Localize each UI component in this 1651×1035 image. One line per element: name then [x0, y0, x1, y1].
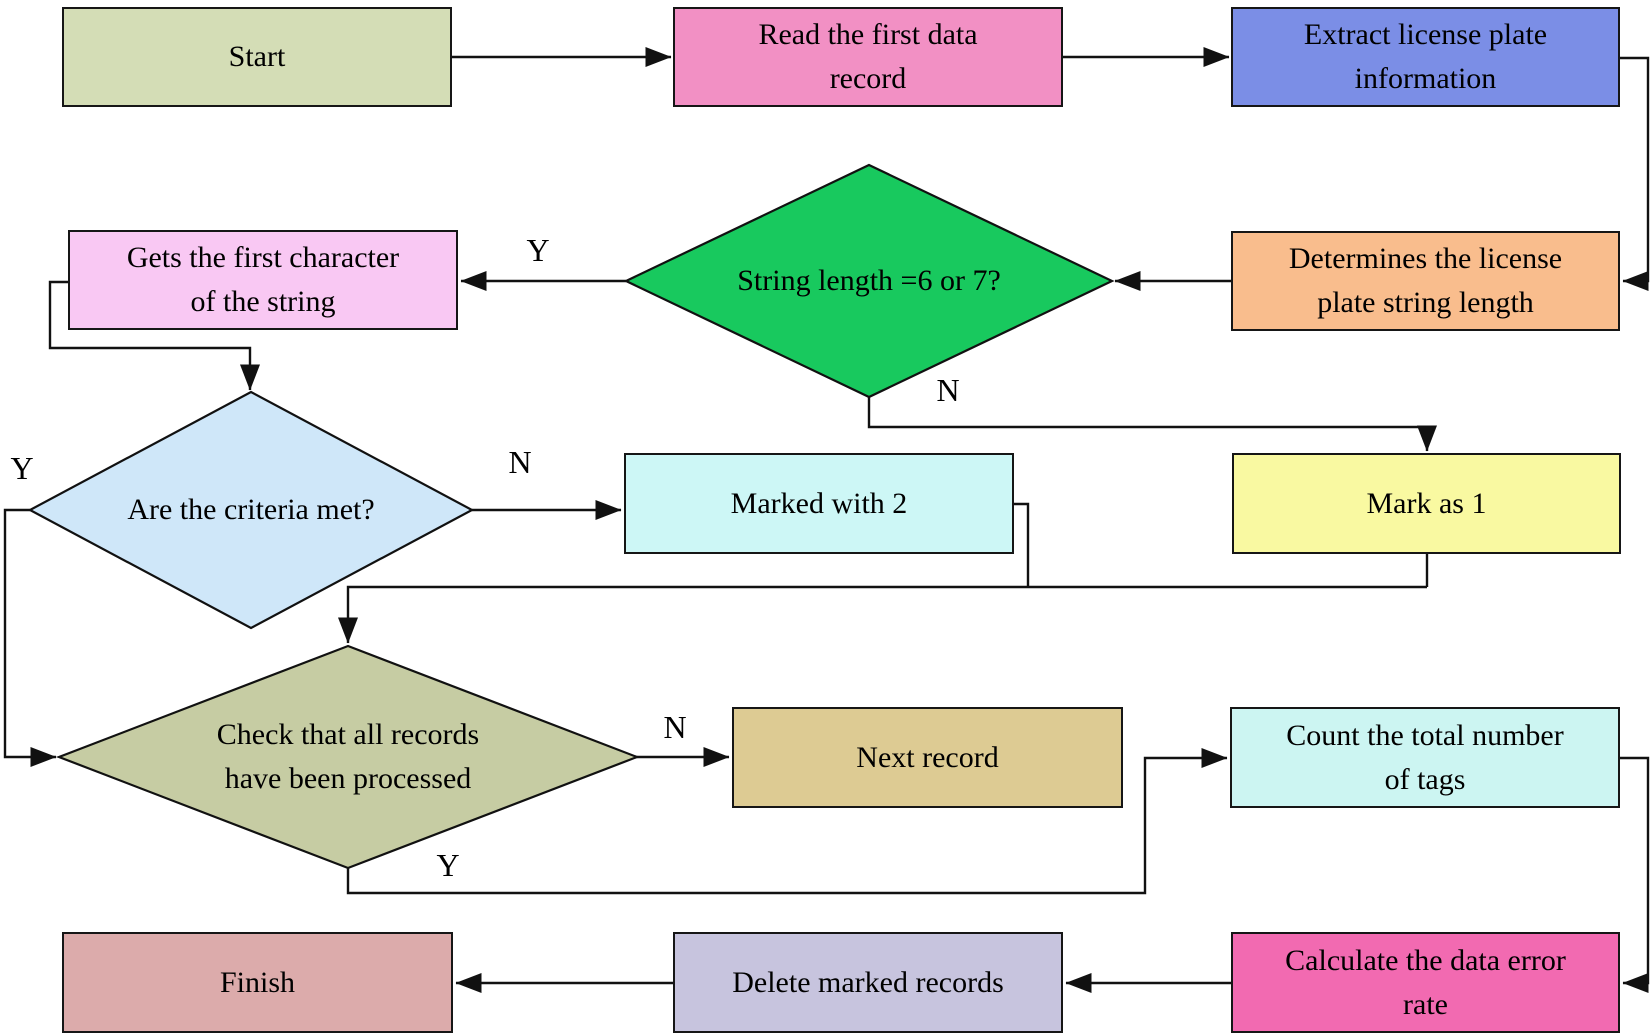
edge-label-criteria-no: N: [508, 444, 532, 480]
decision-all-records-text-line1: Check that all records: [216, 718, 480, 751]
decision-all-records-label: Check that all records have been process…: [217, 713, 479, 801]
node-count-tags: Count the total number of tags: [1230, 707, 1620, 808]
node-finish: Finish: [62, 932, 453, 1033]
node-next-record-label: Next record: [856, 740, 999, 774]
node-calc-error-rate-line2: rate: [1403, 987, 1448, 1021]
decision-all-records-text-line2: have been processed: [224, 762, 472, 795]
node-get-first-char-line1: Gets the first character: [126, 241, 400, 274]
node-count-tags-line2: of tags: [1384, 762, 1466, 796]
node-mark-as-1: Mark as 1: [1232, 453, 1621, 554]
node-start: Start: [62, 7, 452, 107]
node-start-label: Start: [228, 40, 286, 73]
node-calc-error-rate: Calculate the data error rate: [1231, 932, 1620, 1033]
node-marked-with-2-label: Marked with 2: [730, 486, 908, 520]
node-determine-length: Determines the license plate string leng…: [1231, 231, 1620, 331]
node-count-tags-line1: Count the total number: [1286, 718, 1564, 752]
edge-marked-with-2-down: [1014, 502, 1030, 587]
node-finish-label: Finish: [219, 965, 296, 999]
node-delete-marked-label: Delete marked records: [732, 965, 1004, 999]
edge-criteria-yes-to-all-records-check: [3, 508, 57, 767]
decision-criteria-met-text: Are the criteria met?: [127, 493, 375, 526]
edge-label-all-records-no: N: [663, 709, 687, 745]
edge-count-tags-to-calc-error: [1620, 756, 1650, 993]
node-determine-length-line2: plate string length: [1317, 286, 1534, 319]
edge-extract-to-determine: [1620, 56, 1650, 291]
node-determine-length-line1: Determines the license: [1288, 242, 1563, 275]
node-extract-plate-info: Extract license plate information: [1231, 7, 1620, 107]
node-read-first-record: Read the first data record: [673, 7, 1063, 107]
edge-label-all-records-yes: Y: [436, 847, 460, 883]
node-get-first-char-line2: of the string: [190, 285, 336, 318]
node-get-first-char: Gets the first character of the string: [68, 230, 458, 330]
node-extract-plate-info-line2: information: [1354, 62, 1497, 95]
node-marked-with-2: Marked with 2: [624, 453, 1014, 554]
edge-label-string-length-no: N: [936, 372, 960, 408]
edge-get-first-char-to-criteria-check: [48, 280, 260, 391]
decision-criteria-met-label: Are the criteria met?: [127, 488, 374, 532]
node-extract-plate-info-line1: Extract license plate: [1303, 18, 1548, 51]
node-read-first-record-line2: record: [829, 62, 907, 95]
node-next-record: Next record: [732, 707, 1123, 808]
edge-all-records-yes-to-count-tags: [346, 748, 1228, 895]
decision-string-length-text: String length =6 or 7?: [737, 264, 1001, 297]
node-mark-as-1-label: Mark as 1: [1366, 486, 1487, 520]
edge-length-check-no-to-mark-as-1: [867, 397, 1437, 452]
node-calc-error-rate-line1: Calculate the data error: [1285, 943, 1566, 977]
edge-label-criteria-yes: Y: [10, 450, 34, 486]
decision-criteria-met-shape: [27, 390, 475, 630]
edge-label-string-length-yes: Y: [526, 232, 550, 268]
node-read-first-record-line1: Read the first data: [758, 18, 978, 51]
decision-string-length-label: String length =6 or 7?: [737, 259, 1001, 303]
edge-marks-to-all-records-check: [338, 585, 1427, 644]
node-delete-marked: Delete marked records: [673, 932, 1063, 1033]
